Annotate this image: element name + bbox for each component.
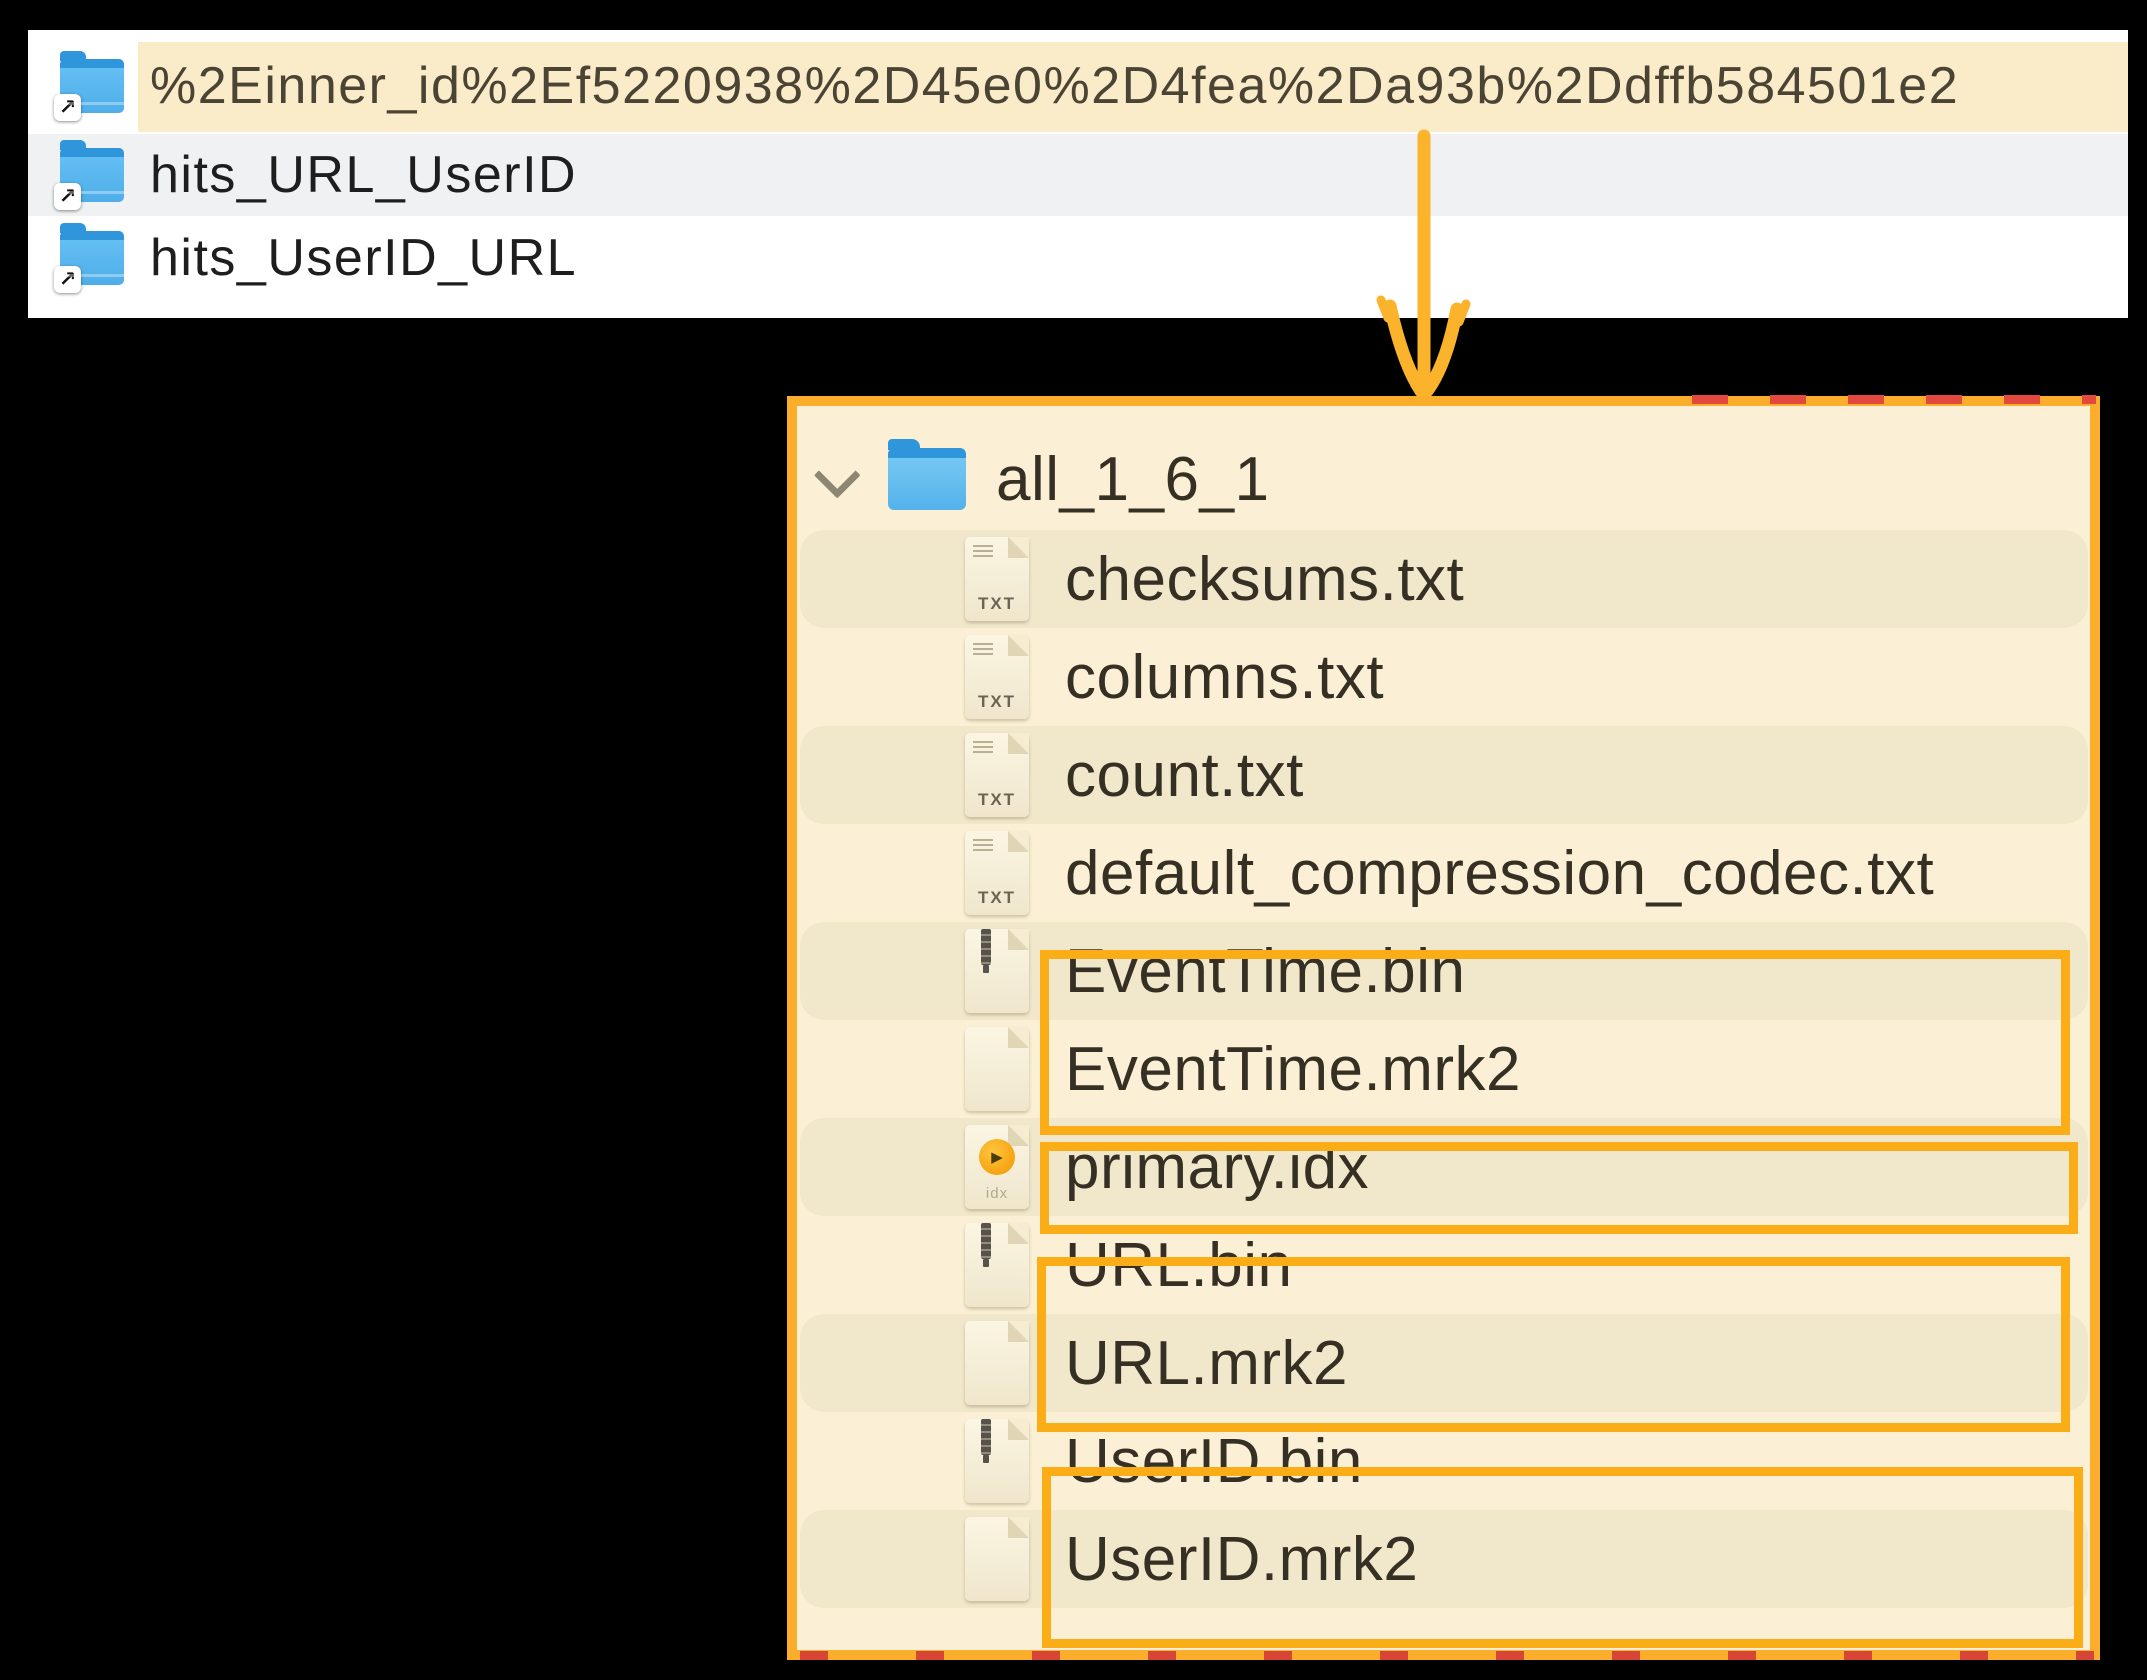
txt-file-icon: TXT bbox=[965, 635, 1029, 719]
red-dash-strip-bottom bbox=[800, 1651, 2094, 1660]
annotation-box-primary-idx bbox=[1040, 1142, 2078, 1234]
list-item-hits-userid-url[interactable]: ↗ hits_UserID_URL bbox=[28, 216, 2128, 300]
annotation-box-url bbox=[1037, 1257, 2070, 1432]
idx-file-icon: ▶idx bbox=[965, 1125, 1029, 1209]
folder-name: all_1_6_1 bbox=[996, 444, 1270, 514]
list-item-label: hits_UserID_URL bbox=[150, 229, 578, 287]
txt-file-icon: TXT bbox=[965, 733, 1029, 817]
tree-row-default-compression-codec[interactable]: TXT default_compression_codec.txt bbox=[797, 824, 2090, 922]
alias-arrow-badge-icon: ↗ bbox=[54, 94, 81, 121]
tree-row-checksums[interactable]: TXT checksums.txt bbox=[797, 530, 2090, 628]
play-badge-icon: ▶ bbox=[979, 1139, 1015, 1175]
alias-folder-icon: ↗ bbox=[54, 51, 124, 121]
alias-arrow-badge-icon: ↗ bbox=[54, 266, 81, 293]
tree-row-userid-mrk2[interactable]: UserID.mrk2 bbox=[797, 1510, 2090, 1608]
list-item-inner-id[interactable]: ↗ %2Einner_id%2Ef5220938%2D45e0%2D4fea%2… bbox=[28, 38, 2128, 134]
mrk-file-icon bbox=[965, 1321, 1029, 1405]
file-name: UserID.bin bbox=[1065, 1426, 1363, 1496]
file-name: EventTime.bin bbox=[1065, 936, 1466, 1006]
file-name: checksums.txt bbox=[1065, 544, 1465, 614]
file-name: EventTime.mrk2 bbox=[1065, 1034, 1522, 1104]
list-item-label: hits_URL_UserID bbox=[150, 146, 578, 204]
mrk-file-icon bbox=[965, 1027, 1029, 1111]
tree-row-url-mrk2[interactable]: URL.mrk2 bbox=[797, 1314, 2090, 1412]
list-item-label: %2Einner_id%2Ef5220938%2D45e0%2D4fea%2Da… bbox=[150, 57, 1960, 115]
alias-folder-icon: ↗ bbox=[54, 140, 124, 210]
bin-file-icon bbox=[965, 1419, 1029, 1503]
tree-row-count[interactable]: TXT count.txt bbox=[797, 726, 2090, 824]
bin-file-icon bbox=[965, 1223, 1029, 1307]
annotation-box-userid bbox=[1042, 1467, 2083, 1648]
tree-row-columns[interactable]: TXT columns.txt bbox=[797, 628, 2090, 726]
tree-row-eventtime-bin[interactable]: EventTime.bin bbox=[797, 922, 2090, 1020]
tree-row-eventtime-mrk2[interactable]: EventTime.mrk2 bbox=[797, 1020, 2090, 1118]
txt-file-icon: TXT bbox=[965, 831, 1029, 915]
tree-row-userid-bin[interactable]: UserID.bin bbox=[797, 1412, 2090, 1510]
bin-file-icon bbox=[965, 929, 1029, 1013]
tree-row-root-folder[interactable]: all_1_6_1 bbox=[797, 430, 2090, 528]
file-name: count.txt bbox=[1065, 740, 1304, 810]
txt-file-icon: TXT bbox=[965, 537, 1029, 621]
annotation-box-eventtime bbox=[1040, 950, 2070, 1135]
finder-list-panel: ↗ %2Einner_id%2Ef5220938%2D45e0%2D4fea%2… bbox=[28, 30, 2128, 318]
chevron-down-icon[interactable] bbox=[813, 451, 861, 499]
file-name: UserID.mrk2 bbox=[1065, 1524, 1419, 1594]
alias-arrow-badge-icon: ↗ bbox=[54, 183, 81, 210]
file-name: default_compression_codec.txt bbox=[1065, 838, 1935, 908]
file-name: columns.txt bbox=[1065, 642, 1385, 712]
red-dash-strip-top bbox=[1692, 395, 2096, 404]
file-name: URL.mrk2 bbox=[1065, 1328, 1349, 1398]
list-item-hits-url-userid[interactable]: ↗ hits_URL_UserID bbox=[28, 134, 2128, 216]
folder-icon bbox=[888, 439, 966, 510]
mrk-file-icon bbox=[965, 1517, 1029, 1601]
alias-folder-icon: ↗ bbox=[54, 223, 124, 293]
finder-tree-panel: all_1_6_1 TXT checksums.txt TXT columns.… bbox=[787, 396, 2100, 1660]
row-highlight bbox=[138, 42, 2128, 132]
